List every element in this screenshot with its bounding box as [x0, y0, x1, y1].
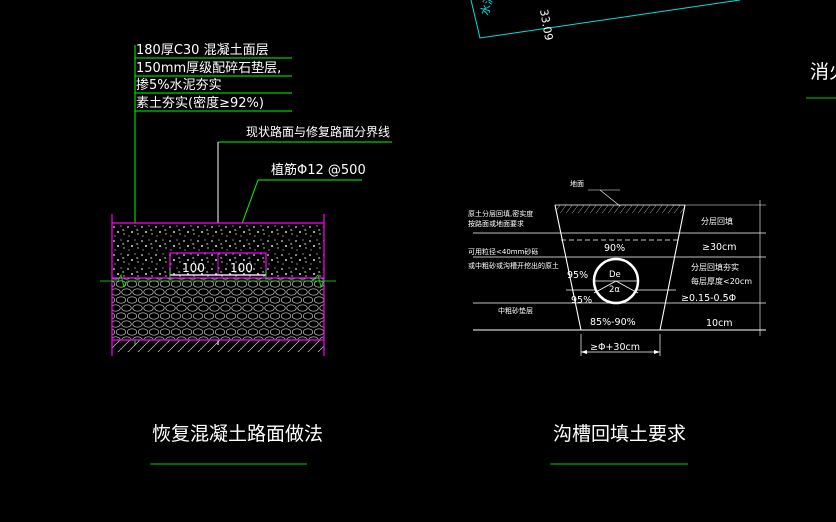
trench-left-label-5: 中粗砂垫层	[498, 306, 533, 315]
trench-right-label-3: 分层回填夯实	[691, 262, 739, 272]
trench-left-label-2: 按路面或地面要求	[468, 219, 524, 228]
trench-right-label-2: ≥30cm	[702, 242, 737, 253]
pavement-note-4: 素土夯实(密度≥92%)	[136, 95, 264, 111]
trench-left-label-1: 原土分层回填,密实度	[468, 209, 533, 218]
stamp-fragment: 水泥 33.09	[470, 0, 741, 42]
trench-right-label-5: ≥0.15-0.5Φ	[681, 293, 736, 304]
compaction-side: 95%	[567, 270, 588, 281]
compaction-bottom: 85%-90%	[590, 317, 636, 328]
trench-title: 沟槽回填土要求	[553, 423, 686, 445]
pavement-note-3: 掺5%水泥夯实	[136, 77, 222, 93]
pavement-section	[100, 45, 392, 356]
compaction-top: 90%	[604, 243, 625, 254]
trench-left-label-4: 或中粗砂或沟槽开挖出的原土	[468, 261, 559, 270]
trench-right-label-4: 每层厚度<20cm	[691, 276, 752, 286]
dim-right: 100	[230, 261, 253, 275]
trench-right-label-6: 10cm	[706, 318, 733, 329]
pavement-note-2: 150mm厚级配碎石垫层,	[136, 60, 281, 76]
pipe-label-angle: 2α	[609, 285, 620, 295]
trench-left-label-3: 可用粒径<40mm砂砾	[468, 247, 538, 256]
trench-bottom-dim: ≥Φ+30cm	[590, 342, 640, 353]
pavement-note-1: 180厚C30 混凝土面层	[136, 42, 269, 58]
pipe-label-de: De	[609, 270, 621, 280]
partial-title: 消火	[810, 61, 836, 83]
soil-layer	[112, 340, 324, 352]
compaction-lower: 95%	[571, 295, 592, 306]
trench-right-label-1: 分层回填	[701, 216, 733, 226]
gravel-layer	[112, 278, 324, 340]
stamp-number: 33.09	[537, 8, 555, 41]
rebar-label: 植筋Φ12 @500	[271, 162, 366, 178]
ground-label: 地面	[570, 179, 584, 188]
stamp-label: 水泥	[478, 0, 496, 17]
trench-section	[473, 189, 766, 356]
boundary-label: 现状路面与修复路面分界线	[246, 124, 390, 139]
pavement-title: 恢复混凝土路面做法	[152, 423, 323, 445]
dim-left: 100	[182, 261, 205, 275]
